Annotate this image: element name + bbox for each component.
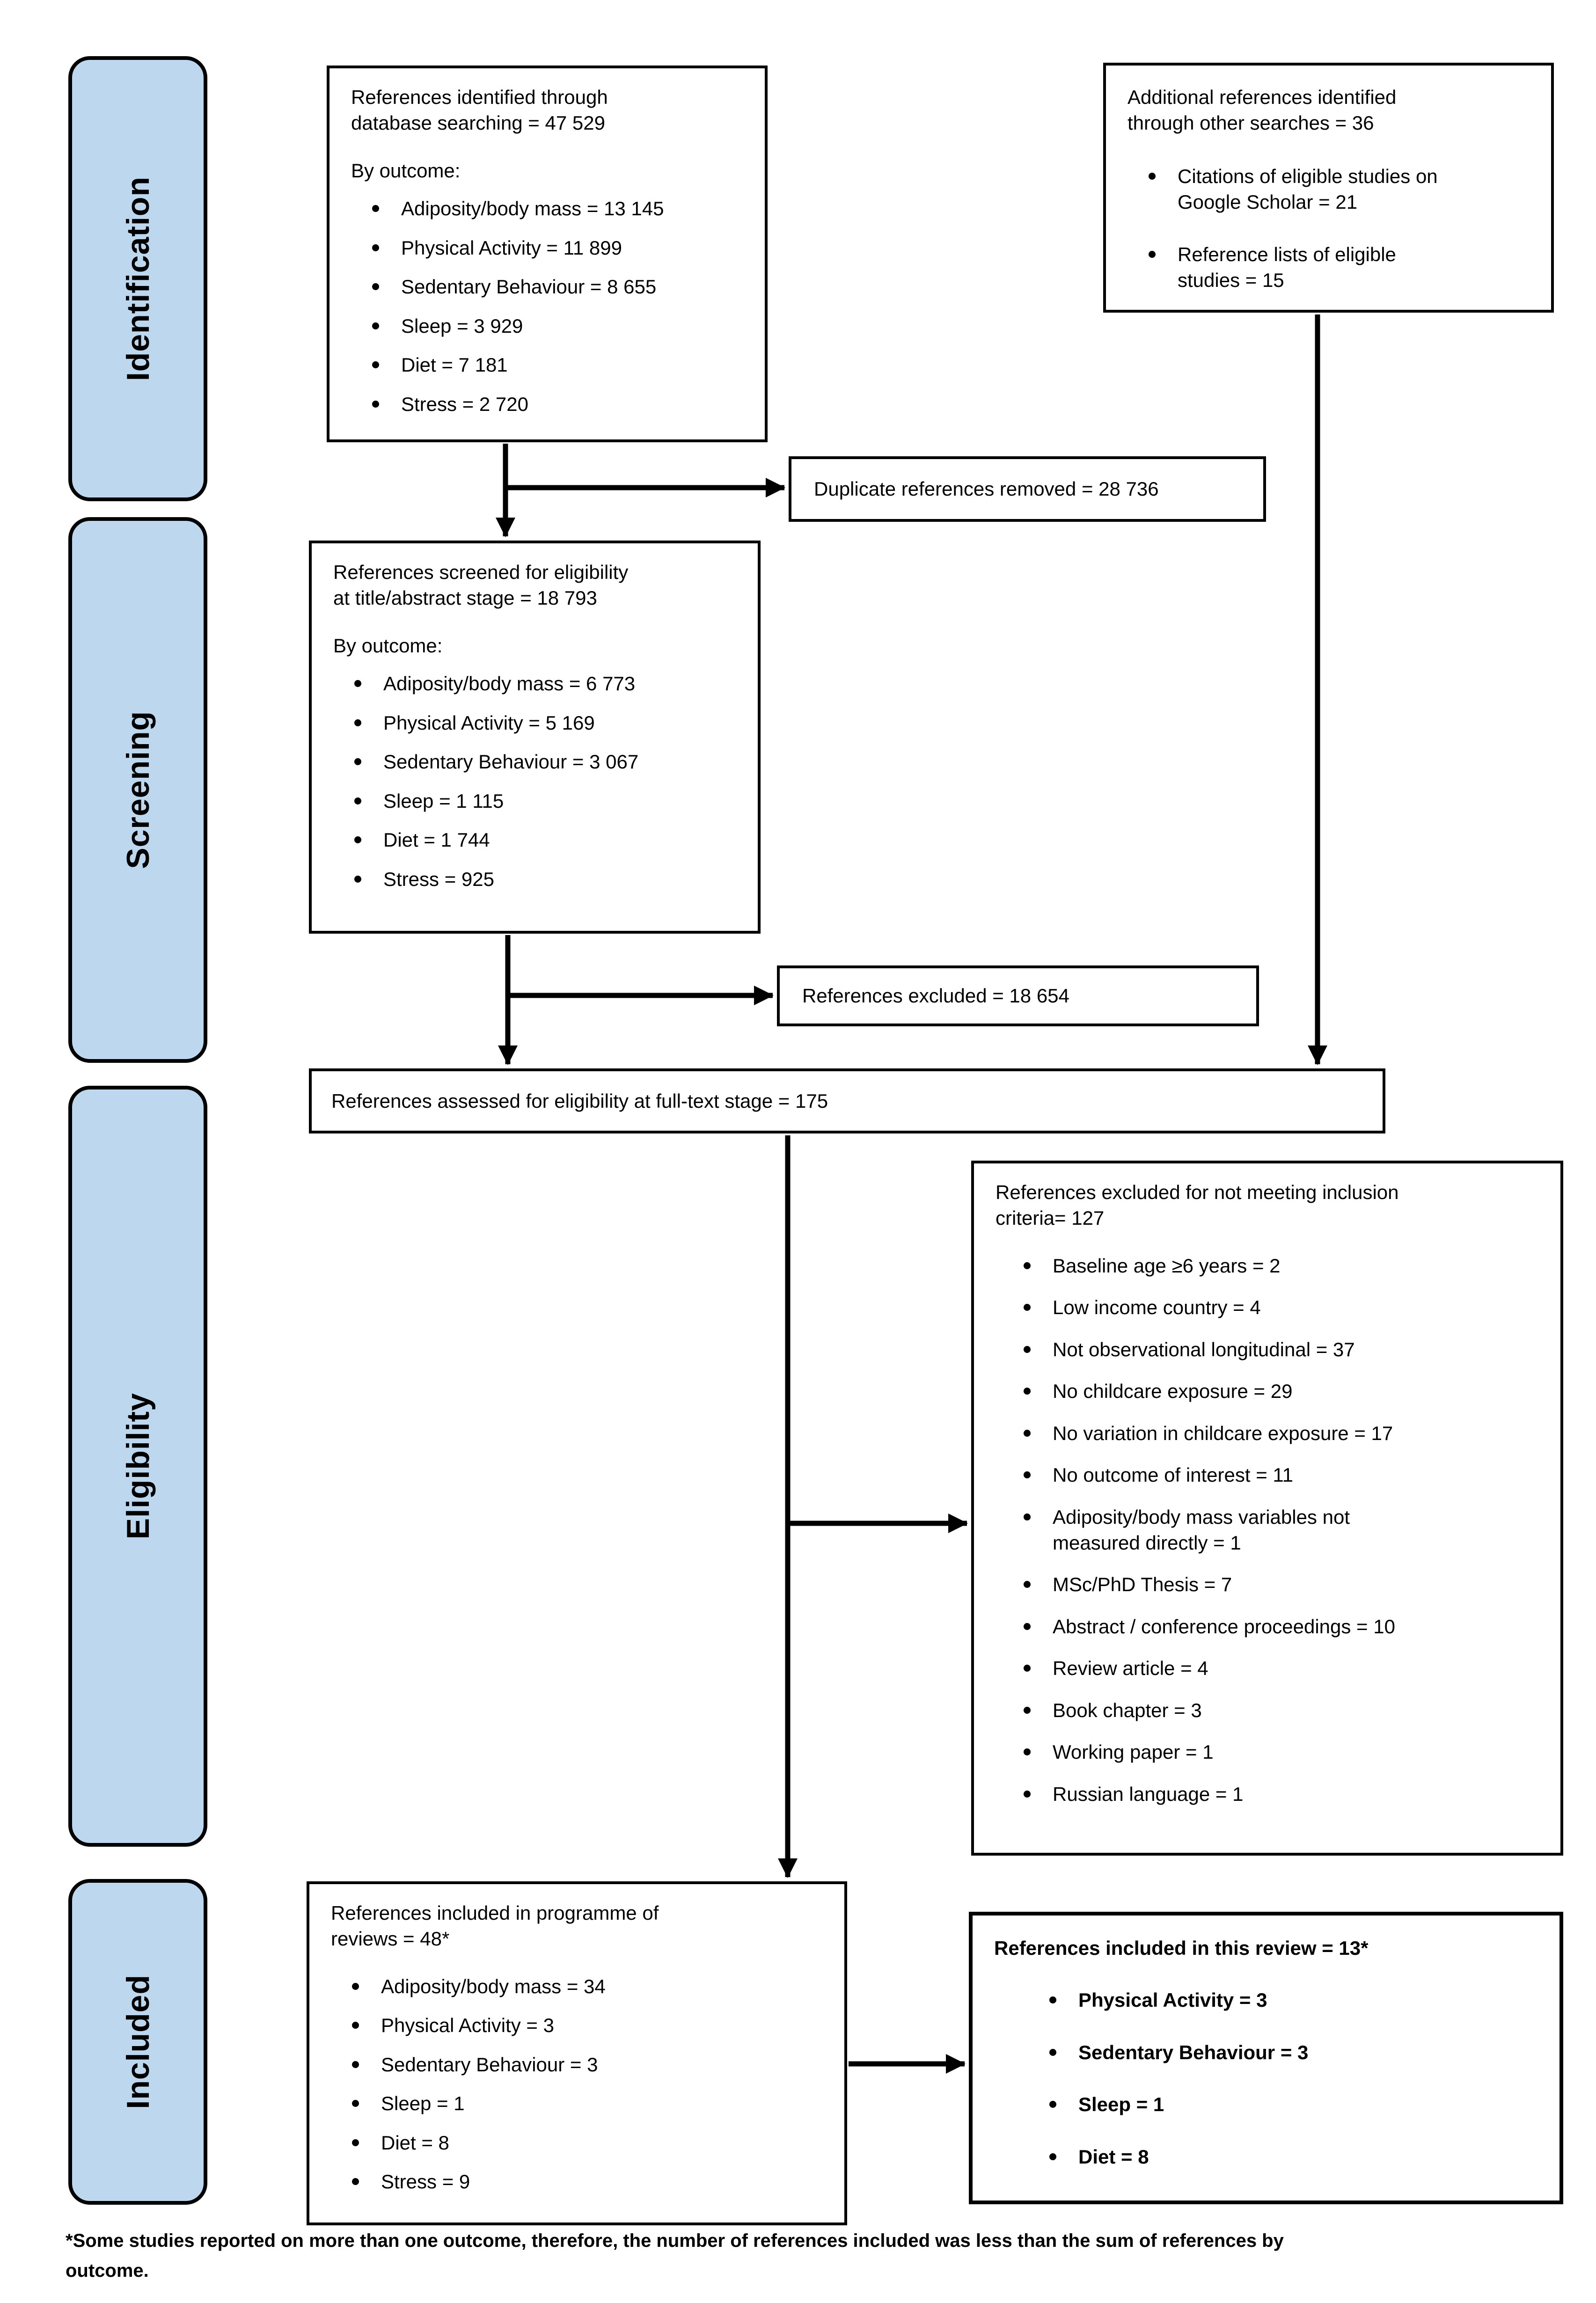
exclusion-reason-item: Not observational longitudinal = 37 [1024, 1337, 1542, 1362]
stage-label: Screening [120, 711, 156, 869]
outcome-list: Physical Activity = 3 Sedentary Behaviou… [1049, 1987, 1541, 2170]
outcome-item: Stress = 925 [354, 866, 739, 892]
exclusion-reason-item: Low income country = 4 [1024, 1294, 1542, 1320]
outcome-item: Sedentary Behaviour = 3 067 [354, 749, 739, 775]
exclusion-reason-item: Baseline age ≥6 years = 2 [1024, 1253, 1542, 1279]
outcome-item: Physical Activity = 5 169 [354, 710, 739, 736]
box-references-screened: References screened for eligibility at t… [309, 541, 761, 934]
box-included-programme: References included in programme of revi… [307, 1881, 847, 2225]
outcome-item: Sleep = 1 [1049, 2091, 1541, 2117]
outcome-item: Sedentary Behaviour = 3 [352, 2052, 826, 2077]
source-item: Reference lists of eligible studies = 15 [1149, 241, 1532, 293]
outcome-item: Diet = 8 [352, 2130, 826, 2156]
box-duplicates-removed: Duplicate references removed = 28 736 [789, 456, 1266, 522]
source-item: Citations of eligible studies on Google … [1149, 163, 1532, 215]
box-title: Duplicate references removed = 28 736 [814, 478, 1159, 500]
outcome-item: Sedentary Behaviour = 8 655 [372, 274, 746, 300]
stage-label: Included [120, 1974, 156, 2109]
box-references-identified: References identified through database s… [327, 66, 768, 442]
exclusion-reason-item: Adiposity/body mass variables not measur… [1024, 1504, 1542, 1556]
outcome-item: Sleep = 1 115 [354, 788, 739, 814]
box-title: References included in this review = 13* [994, 1937, 1369, 1959]
outcome-item: Sedentary Behaviour = 3 [1049, 2040, 1541, 2065]
stage-included: Included [68, 1879, 207, 2205]
outcome-item: Diet = 7 181 [372, 352, 746, 378]
outcome-list: Adiposity/body mass = 6 773 Physical Act… [354, 671, 739, 892]
box-title: References identified through database s… [351, 86, 608, 134]
exclusion-reason-item: Abstract / conference proceedings = 10 [1024, 1614, 1542, 1639]
outcome-item: Stress = 9 [352, 2169, 826, 2194]
box-title: References excluded = 18 654 [802, 985, 1069, 1007]
exclusion-reason-item: Working paper = 1 [1024, 1739, 1542, 1765]
outcome-item: Diet = 8 [1049, 2144, 1541, 2170]
box-included-this-review: References included in this review = 13*… [969, 1912, 1563, 2204]
exclusion-reason-item: Review article = 4 [1024, 1655, 1542, 1681]
by-outcome-label: By outcome: [351, 159, 461, 182]
stage-label: Eligibility [120, 1393, 156, 1540]
box-title: References screened for eligibility at t… [333, 561, 629, 609]
box-title: References included in programme of revi… [331, 1902, 659, 1950]
outcome-item: Physical Activity = 3 [1049, 1987, 1541, 2013]
box-references-excluded-screening: References excluded = 18 654 [777, 965, 1259, 1026]
stage-identification: Identification [68, 56, 207, 501]
footnote: *Some studies reported on more than one … [66, 2230, 1284, 2281]
outcome-item: Stress = 2 720 [372, 391, 746, 417]
box-excluded-inclusion-criteria: References excluded for not meeting incl… [971, 1161, 1563, 1856]
box-fulltext-assessed: References assessed for eligibility at f… [309, 1068, 1385, 1133]
box-title: Additional references identified through… [1127, 86, 1397, 134]
by-outcome-label: By outcome: [333, 634, 443, 657]
exclusion-reason-item: No childcare exposure = 29 [1024, 1378, 1542, 1404]
exclusion-reason-item: Book chapter = 3 [1024, 1697, 1542, 1723]
outcome-item: Physical Activity = 3 [352, 2012, 826, 2038]
outcome-item: Sleep = 1 [352, 2091, 826, 2116]
box-title: References assessed for eligibility at f… [331, 1089, 828, 1112]
outcome-item: Diet = 1 744 [354, 827, 739, 853]
stage-eligibility: Eligibility [68, 1086, 207, 1847]
stage-screening: Screening [68, 517, 207, 1063]
outcome-item: Sleep = 3 929 [372, 313, 746, 339]
exclusion-reason-item: No variation in childcare exposure = 17 [1024, 1420, 1542, 1446]
outcome-list: Adiposity/body mass = 34 Physical Activi… [352, 1974, 826, 2195]
exclusion-reason-item: No outcome of interest = 11 [1024, 1462, 1542, 1488]
outcome-item: Adiposity/body mass = 6 773 [354, 671, 739, 696]
source-list: Citations of eligible studies on Google … [1149, 163, 1532, 293]
box-title: References excluded for not meeting incl… [996, 1181, 1399, 1229]
exclusion-reason-item: MSc/PhD Thesis = 7 [1024, 1572, 1542, 1597]
box-additional-references: Additional references identified through… [1103, 63, 1554, 313]
outcome-list: Adiposity/body mass = 13 145 Physical Ac… [372, 196, 746, 417]
outcome-item: Adiposity/body mass = 34 [352, 1974, 826, 1999]
outcome-item: Physical Activity = 11 899 [372, 235, 746, 261]
outcome-item: Adiposity/body mass = 13 145 [372, 196, 746, 221]
exclusion-reason-item: Russian language = 1 [1024, 1781, 1542, 1807]
stage-label: Identification [120, 176, 156, 381]
exclusion-reason-list: Baseline age ≥6 years = 2 Low income cou… [1024, 1253, 1542, 1807]
